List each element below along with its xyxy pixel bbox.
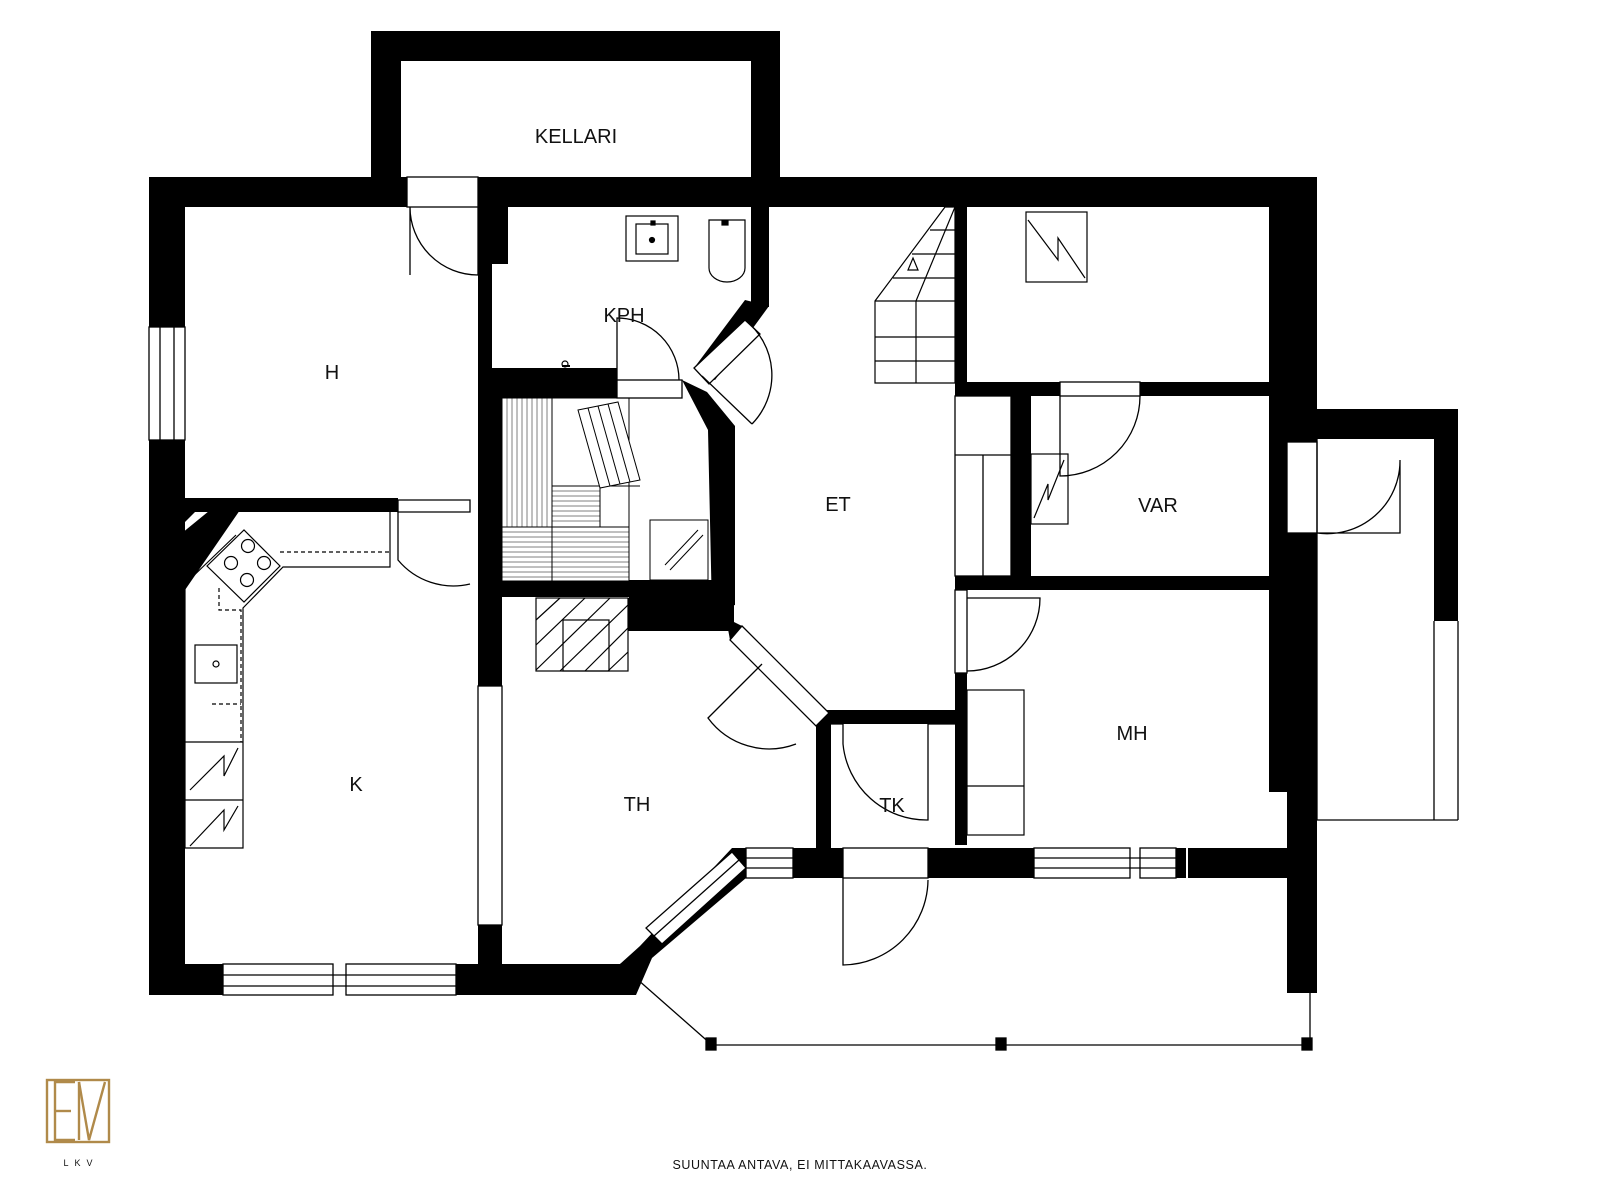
room-h: H (325, 362, 339, 384)
toilet-icon (708, 219, 746, 283)
door-swings (397, 176, 1401, 1051)
mh-wardrobe (966, 689, 1025, 836)
room-var: VAR (1138, 495, 1178, 517)
room-th: TH (624, 794, 651, 816)
stove-icon (649, 519, 709, 581)
electric-panel-icon (1025, 211, 1088, 525)
fireplace-icon (535, 597, 629, 672)
sink-icon (625, 215, 679, 262)
kitchen-counter (184, 512, 391, 849)
walls (149, 31, 1458, 995)
brand-subtitle: LKV (63, 1158, 99, 1168)
room-kph: KPH (603, 305, 644, 327)
disclaimer-note: SUUNTAA ANTAVA, EI MITTAKAAVASSA. (672, 1158, 928, 1172)
windows (148, 326, 1459, 996)
room-k: K (349, 774, 363, 796)
room-labels: KELLARI H KPH ET VAR K TH TK MH (325, 126, 1178, 817)
sauna-bench-icon (501, 397, 709, 582)
room-kellari: KELLARI (535, 126, 617, 148)
cooktop-icon (206, 529, 281, 603)
kph-fixtures (552, 215, 746, 377)
room-et: ET (825, 494, 851, 516)
brand-logo-icon (45, 1078, 111, 1144)
room-tk: TK (879, 795, 905, 817)
stairs-icon (874, 206, 956, 384)
room-mh: MH (1116, 723, 1147, 745)
